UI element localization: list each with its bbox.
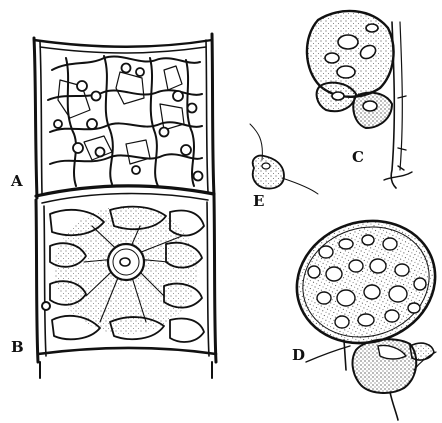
figure-label-b: B <box>11 338 24 356</box>
figure-label-e: E <box>253 192 264 210</box>
cell-a-drawing <box>34 34 214 203</box>
zygospore-d-drawing <box>281 203 442 420</box>
zoospore-e-drawing <box>250 124 318 194</box>
cell-b-drawing <box>36 196 216 378</box>
figure-label-d: D <box>292 346 305 364</box>
figure-label-c: C <box>352 148 364 166</box>
figure-label-a: A <box>10 172 23 190</box>
